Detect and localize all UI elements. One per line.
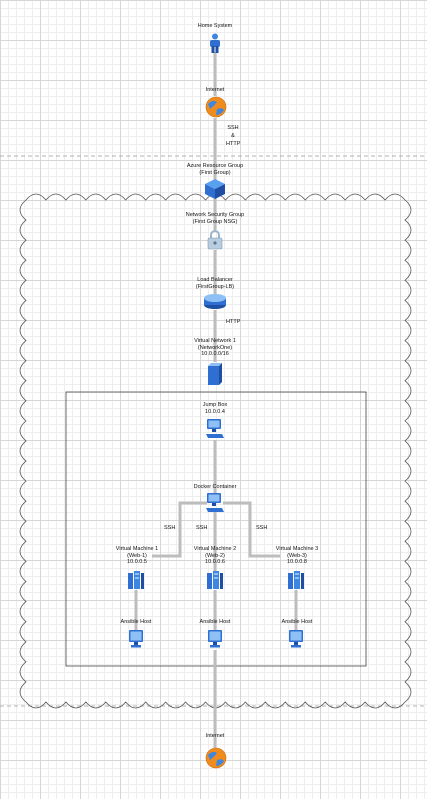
lock-icon[interactable] xyxy=(207,229,223,250)
node-title: Internet xyxy=(205,87,225,93)
node-title: Load Balancer xyxy=(197,277,233,283)
globe-icon[interactable] xyxy=(205,747,227,769)
docker-label: Docker Container xyxy=(194,484,237,491)
vm2-label: Virtual Machine 2 (Web-2) 10.0.0.6 xyxy=(194,546,236,566)
protocol-label: & xyxy=(231,133,235,139)
node-subtitle: (Web-1) xyxy=(127,552,147,559)
http-link-label: HTTP xyxy=(226,318,240,326)
node-subtitle: (First Group NSG) xyxy=(192,218,238,225)
monitor-icon[interactable] xyxy=(288,629,304,649)
node-title: Ansible Host xyxy=(120,619,152,625)
cube-icon[interactable] xyxy=(204,178,226,200)
azure-cloud-boundary xyxy=(19,193,412,709)
server-icon[interactable] xyxy=(127,570,145,590)
node-title: Azure Resource Group xyxy=(186,163,244,169)
node-title: Internet xyxy=(205,733,225,739)
node-address: 10.0.0.8 xyxy=(287,559,307,565)
workstation-icon[interactable] xyxy=(205,492,225,514)
node-subtitle: (Web-3) xyxy=(287,552,307,559)
vm3-label: Virtual Machine 3 (Web-3) 10.0.0.8 xyxy=(276,546,318,566)
link-docker-vm3 xyxy=(223,501,280,558)
node-title: Ansible Host xyxy=(199,619,231,625)
protocol-label: SSH xyxy=(196,525,208,531)
node-subtitle: (NetworkOne) xyxy=(197,344,233,351)
protocol-label: HTTP xyxy=(226,319,241,325)
monitor-icon[interactable] xyxy=(128,629,144,649)
node-address: 10.0.0.4 xyxy=(205,408,225,415)
home-system-label: Home System xyxy=(198,23,233,30)
node-title: Virtual Network 1 xyxy=(194,338,236,344)
jumpbox-label: Jump Box 10.0.0.4 xyxy=(203,402,227,415)
ansible-host-3-label: Ansible Host xyxy=(282,619,313,626)
nsg-label: Network Security Group (First Group NSG) xyxy=(186,212,244,225)
monitor-icon[interactable] xyxy=(207,629,223,649)
user-icon[interactable] xyxy=(208,33,222,53)
load-balancer-icon[interactable] xyxy=(203,293,227,310)
server-icon[interactable] xyxy=(287,570,305,590)
resource-group-label: Azure Resource Group (First Group) xyxy=(187,163,243,176)
internet-bottom-label: Internet xyxy=(206,733,225,740)
node-title: Virtual Machine 1 xyxy=(115,546,159,552)
protocol-label: SSH xyxy=(256,525,268,531)
internet-top-label: Internet xyxy=(206,87,225,94)
server-icon[interactable] xyxy=(206,570,224,590)
protocol-label: SSH xyxy=(227,125,239,131)
node-address: 10.0.0.6 xyxy=(205,559,225,565)
vnet-icon[interactable] xyxy=(207,362,223,386)
ansible-host-1-label: Ansible Host xyxy=(121,619,152,626)
node-title: Network Security Group xyxy=(185,212,245,218)
node-title: Docker Container xyxy=(193,484,237,490)
node-subtitle: (Web-2) xyxy=(205,552,225,559)
vm1-label: Virtual Machine 1 (Web-1) 10.0.0.5 xyxy=(116,546,158,566)
protocol-label: HTTP xyxy=(226,141,241,147)
load-balancer-label: Load Balancer (FirstGroup-LB) xyxy=(196,277,234,290)
node-subtitle: (First Group) xyxy=(199,169,231,176)
vnet-label: Virtual Network 1 (NetworkOne) 10.0.0.0/… xyxy=(194,338,236,358)
protocol-label: SSH xyxy=(164,525,176,531)
node-title: Ansible Host xyxy=(281,619,313,625)
ssh-vm3-link-label: SSH xyxy=(256,524,267,532)
ssh-vm2-link-label: SSH xyxy=(196,524,207,532)
node-subtitle: (FirstGroup-LB) xyxy=(195,283,235,290)
workstation-icon[interactable] xyxy=(205,418,225,440)
link-docker-vm1 xyxy=(152,501,207,558)
node-title: Virtual Machine 3 xyxy=(275,546,319,552)
node-title: Jump Box xyxy=(202,402,228,408)
node-address: 10.0.0.5 xyxy=(127,559,147,565)
ssh-http-link-label: SSH & HTTP xyxy=(226,124,240,148)
node-address: 10.0.0.0/16 xyxy=(201,351,229,357)
ssh-vm1-link-label: SSH xyxy=(164,524,175,532)
globe-icon[interactable] xyxy=(205,96,227,118)
node-title: Virtual Machine 2 xyxy=(193,546,237,552)
node-title: Home System xyxy=(197,23,233,29)
connector-lines xyxy=(134,52,298,748)
ansible-host-2-label: Ansible Host xyxy=(200,619,231,626)
